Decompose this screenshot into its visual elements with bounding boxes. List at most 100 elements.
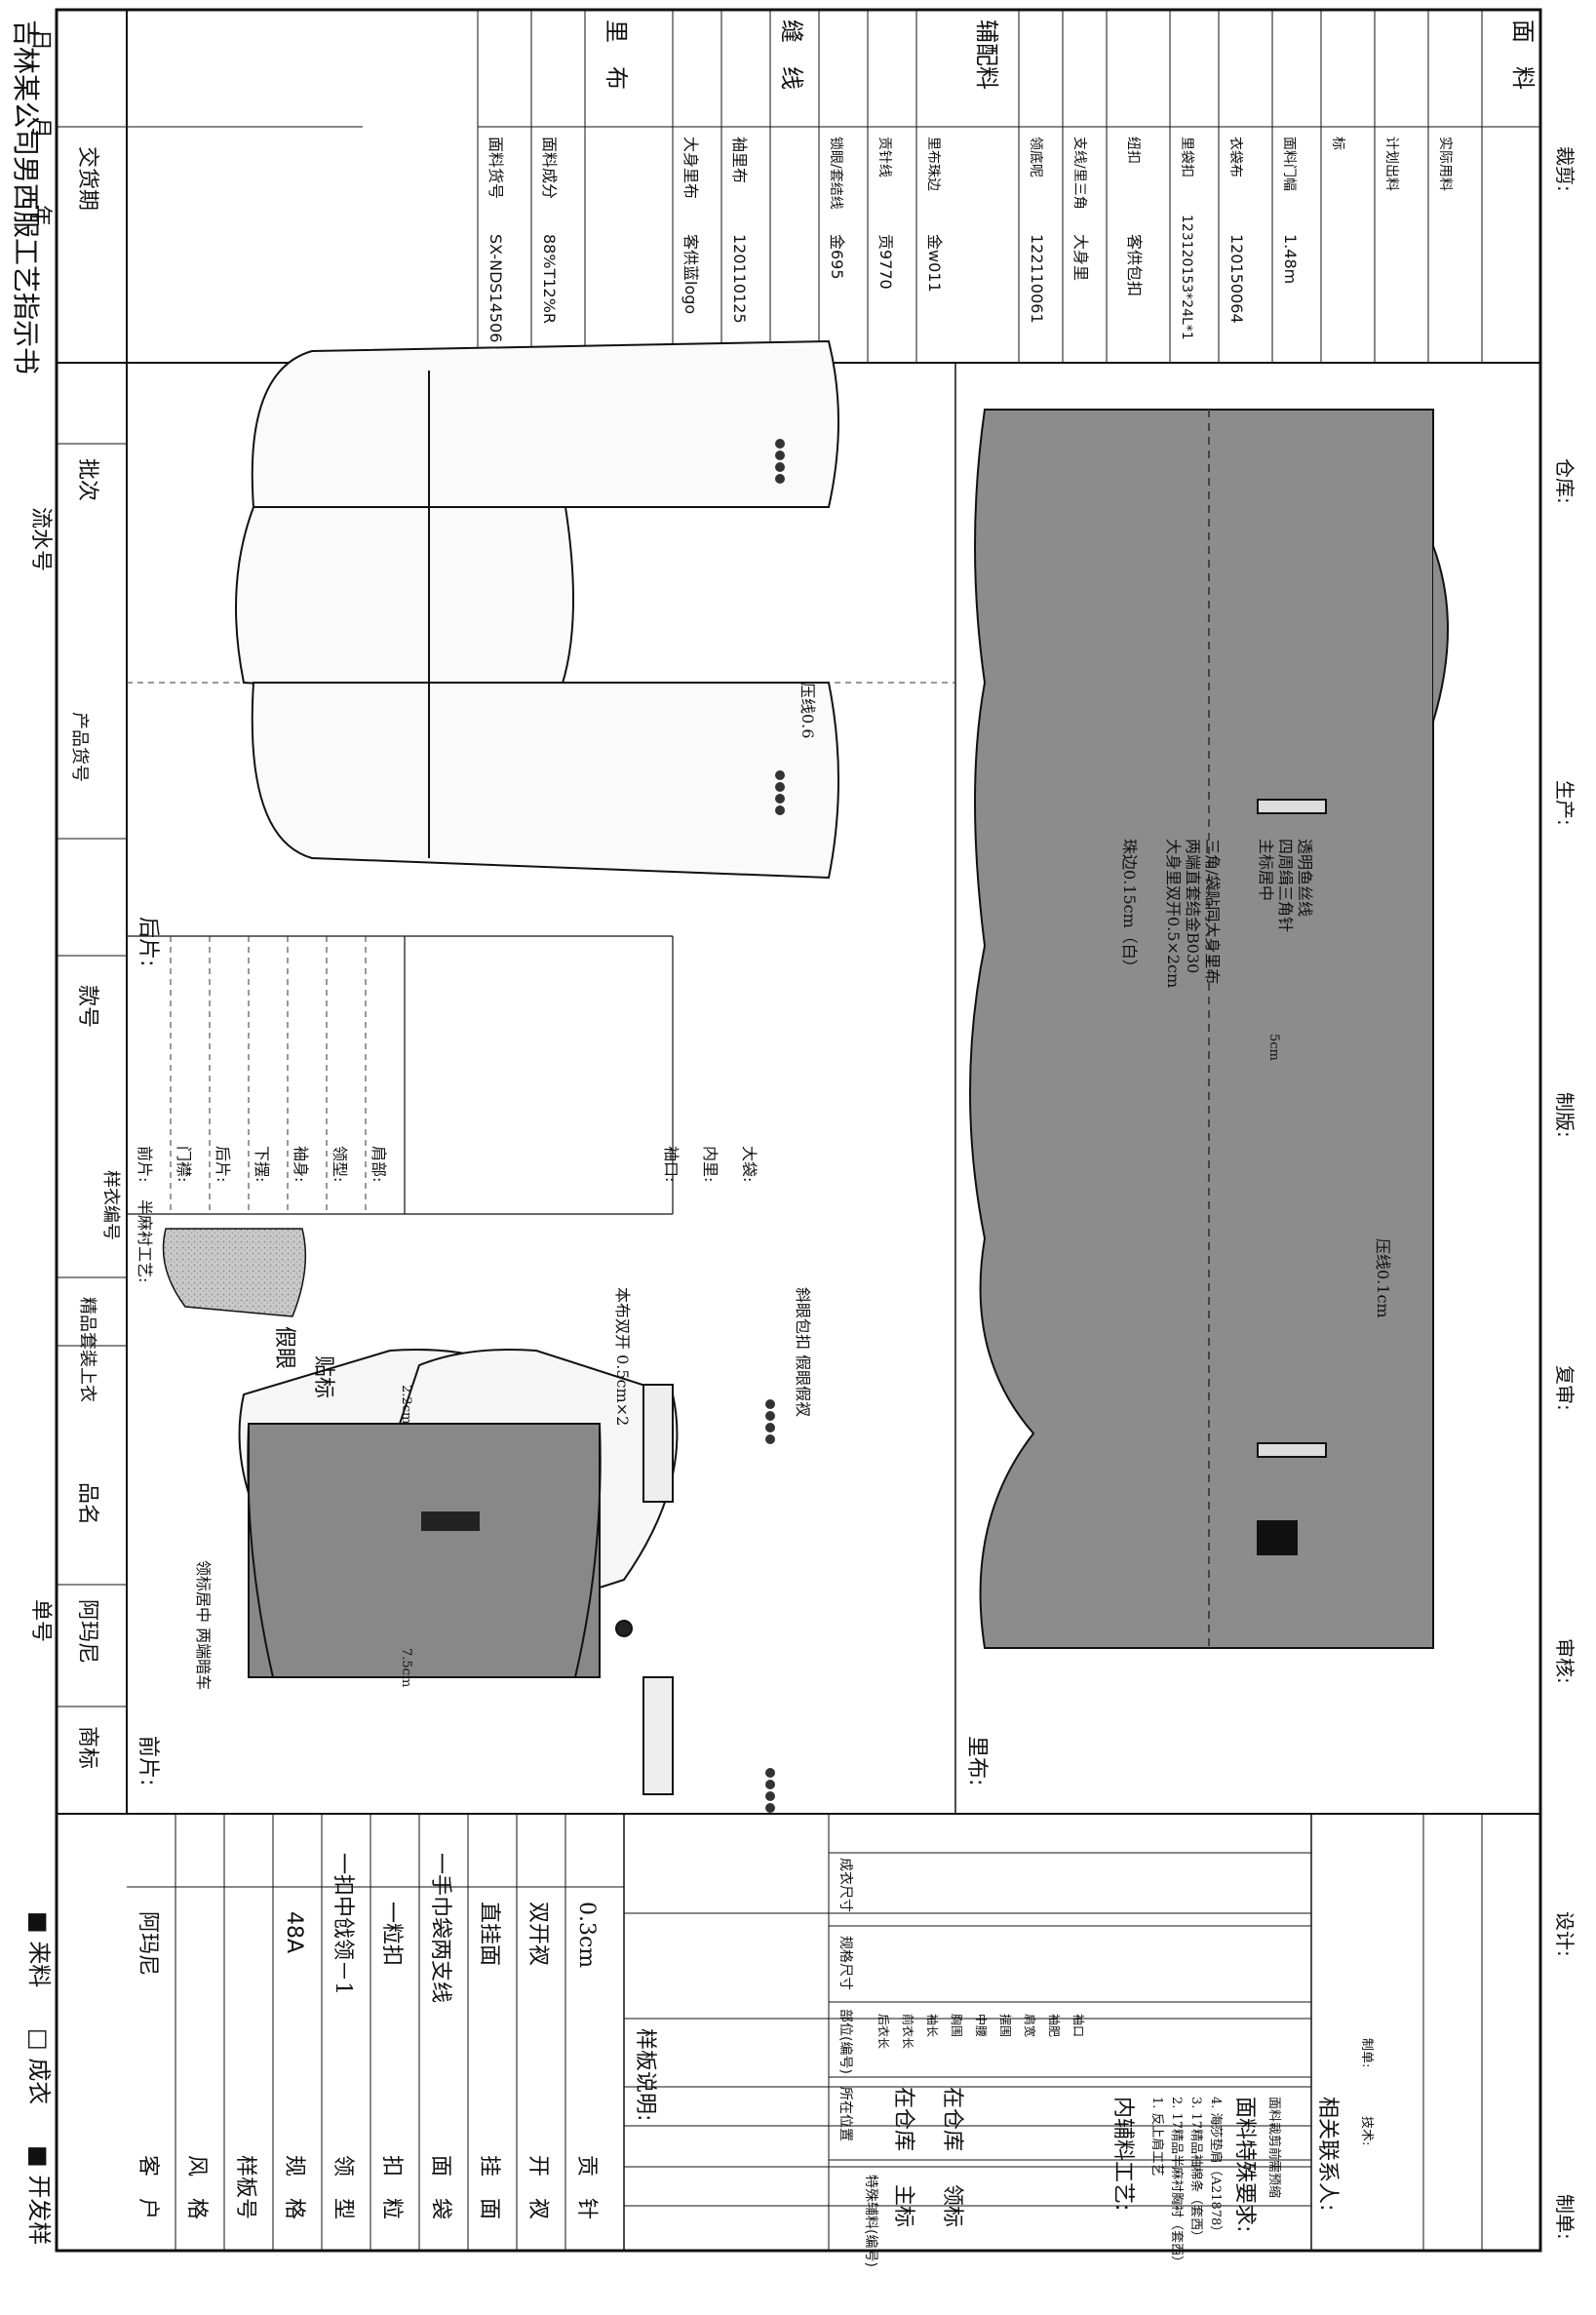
aux-row-1-label: 领底呢: [1028, 137, 1043, 177]
special-acc-main-label: 主标: [891, 2184, 915, 2228]
serial-label: 流水号: [28, 507, 53, 572]
spec-label-buttons: 扣 粒: [379, 2155, 404, 2220]
lining-topstitch: 压线0.1cm: [1374, 1238, 1392, 1318]
fabric-special-title: 面料特殊要求:: [1232, 2097, 1257, 2233]
lining-piping-label: 里布珠边: [925, 137, 941, 191]
delivery-label: 交货期: [75, 146, 99, 212]
spec-label-customer: 客 户: [136, 2155, 160, 2220]
spec-value-topstitch: 0.3cm: [574, 1902, 599, 1969]
sample-no-label: 样衣编号: [100, 1170, 121, 1240]
half-canvas-sketch: [162, 1228, 307, 1317]
buttonhole-thread-value: 金695: [828, 234, 846, 280]
aux-row-6-value: 1.48m: [1281, 234, 1300, 285]
spec-label-vent: 开 衩: [526, 2155, 550, 2220]
aux-row-3-value: 客供包扣: [1125, 234, 1144, 297]
fabric-title: 面 料: [1509, 20, 1537, 90]
front-sleeve-buttons: [765, 1399, 775, 1813]
type-incoming[interactable]: ■ 来料: [25, 1911, 53, 1988]
type-incoming-label: 来料: [25, 1941, 53, 1988]
sig-design: 设计:: [1553, 1911, 1577, 1957]
sewing-title: 缝 线: [778, 20, 805, 90]
body-lining-label: 大身里布: [681, 137, 700, 200]
inner-craft-item-4: 4. 海莎垫肩（A21878）: [1208, 2097, 1223, 2239]
page-title-text: 吉林某公司男西服工艺指示书: [10, 20, 42, 375]
type-finished-label: 成衣: [25, 2058, 53, 2105]
contacts-tech-label: 技术:: [1359, 2116, 1374, 2146]
sample-note-label: 样板说明:: [633, 2028, 657, 2122]
main-label-2: 四周缉三角针: [1276, 839, 1295, 933]
inner-pocket-1: 大身里双开0.5×2cm: [1164, 839, 1183, 989]
spec-value-vent: 双开衩: [526, 1902, 550, 1967]
part-shoulder: 肩宽: [1023, 2014, 1036, 2038]
spec-label-facing: 挂 面: [477, 2155, 501, 2220]
hc-hem: 下摆:: [253, 1146, 271, 1183]
sleeve-lining-value: 120110125: [730, 234, 749, 324]
product-name-label: 品名: [75, 1482, 99, 1526]
spec-label-pocket: 面 袋: [428, 2155, 452, 2220]
topstitch-thread-label: 贡针线: [876, 137, 892, 177]
spec-value-customer: 阿玛尼: [136, 1911, 160, 1977]
dim-7-5: 7.5cm: [399, 1648, 413, 1688]
brand-label: 商标: [75, 1726, 99, 1770]
part-cuff: 袖口: [1071, 2014, 1085, 2038]
inner-pocket-2: 两端直套结金B030: [1184, 839, 1202, 974]
aux-row-3-label: 纽扣: [1125, 137, 1141, 164]
fabric-comp-label: 面料成分: [540, 137, 559, 200]
spec-value-facing: 直挂面: [477, 1902, 501, 1967]
part-sleeve-length: 袖长: [925, 2014, 939, 2038]
aux-row-1-value: 122110061: [1028, 234, 1046, 324]
buttonhole-thread-label: 锁眼/套结线: [828, 137, 843, 210]
hc-cuff: 袖口:: [662, 1146, 681, 1183]
spec-value-buttons: 一粒扣: [379, 1902, 404, 1967]
hc-shoulder: 肩部:: [370, 1146, 388, 1183]
grid-lines: [55, 8, 1542, 2253]
style-no-label: 款号: [75, 985, 99, 1029]
front-jacket-drawing: [238, 1349, 679, 1795]
hc-big-pocket: 大袋:: [740, 1146, 759, 1183]
half-canvas-label: 半麻衬工艺:: [136, 1199, 154, 1283]
type-finished[interactable]: □ 成衣: [25, 2028, 53, 2105]
inner-craft-title: 内辅料工艺:: [1110, 2097, 1135, 2212]
special-acc-collar-location: 在仓库: [940, 2087, 964, 2152]
aux-row-5-label: 衣袋布: [1227, 137, 1243, 177]
hc-sleeve: 袖身:: [292, 1146, 310, 1183]
part-front-length: 前衣长: [901, 2014, 915, 2050]
sig-cutting: 裁剪:: [1553, 146, 1577, 192]
day-label: 日: [28, 29, 53, 52]
spec-label-pattern-no: 样板号: [233, 2155, 257, 2220]
aux-row-9-label: 实际用料: [1437, 137, 1453, 191]
lining-piping-value: 金w011: [925, 234, 944, 293]
aux-row-2-label: 支线/里三角: [1071, 137, 1087, 210]
inner-craft-item-2: 2. 17精品半麻衬胸衬（套西）: [1169, 2097, 1184, 2269]
hc-back: 后片:: [214, 1146, 232, 1183]
product-name-value: 精品套装上衣: [77, 1297, 97, 1402]
body-lining-value: 客供蓝logo: [681, 234, 700, 315]
part-hem: 摆围: [998, 2014, 1012, 2038]
type-dev[interactable]: ■ 开发样: [25, 2145, 53, 2246]
part-back-length: 后衣长: [876, 2014, 890, 2050]
hc-inner: 内里:: [701, 1146, 720, 1183]
sleeve-lining-label: 袖里布: [730, 137, 749, 184]
brand-value: 阿玛尼: [75, 1599, 99, 1665]
year-label: 年: [28, 205, 53, 227]
spec-value-pocket: 一手巾袋两支线: [428, 1853, 452, 2004]
special-acc-main-location: 在仓库: [891, 2087, 915, 2152]
inner-craft-item-1: 1. 反上肩工艺: [1149, 2097, 1164, 2177]
aux-row-8-label: 计划出料: [1383, 137, 1399, 191]
part-waist: 中腰: [974, 2014, 988, 2038]
lining-title: 里 布: [603, 20, 630, 90]
sig-re-review: 复审:: [1553, 1365, 1577, 1411]
sig-production: 生产:: [1553, 780, 1577, 826]
topstitch-thread-value: 贡9770: [876, 234, 895, 290]
batch-label: 批次: [75, 458, 99, 502]
back-panel-label: 后片:: [136, 917, 160, 967]
inner-pocket-3: 三角/袋贴同大身里布: [1203, 839, 1222, 985]
spec-value-collar: 一扣中戗领－1: [331, 1853, 355, 1995]
aux-row-5-value: 120150064: [1227, 234, 1246, 324]
part-chest: 胸围: [950, 2014, 963, 2038]
collar-label-note: 领标居中 两端暗车: [194, 1560, 213, 1691]
dim-2-2: 2.2cm: [399, 1385, 413, 1425]
part-sleeve-width: 袖肥: [1047, 2014, 1061, 2038]
spec-label-style: 风 格: [184, 2155, 209, 2220]
